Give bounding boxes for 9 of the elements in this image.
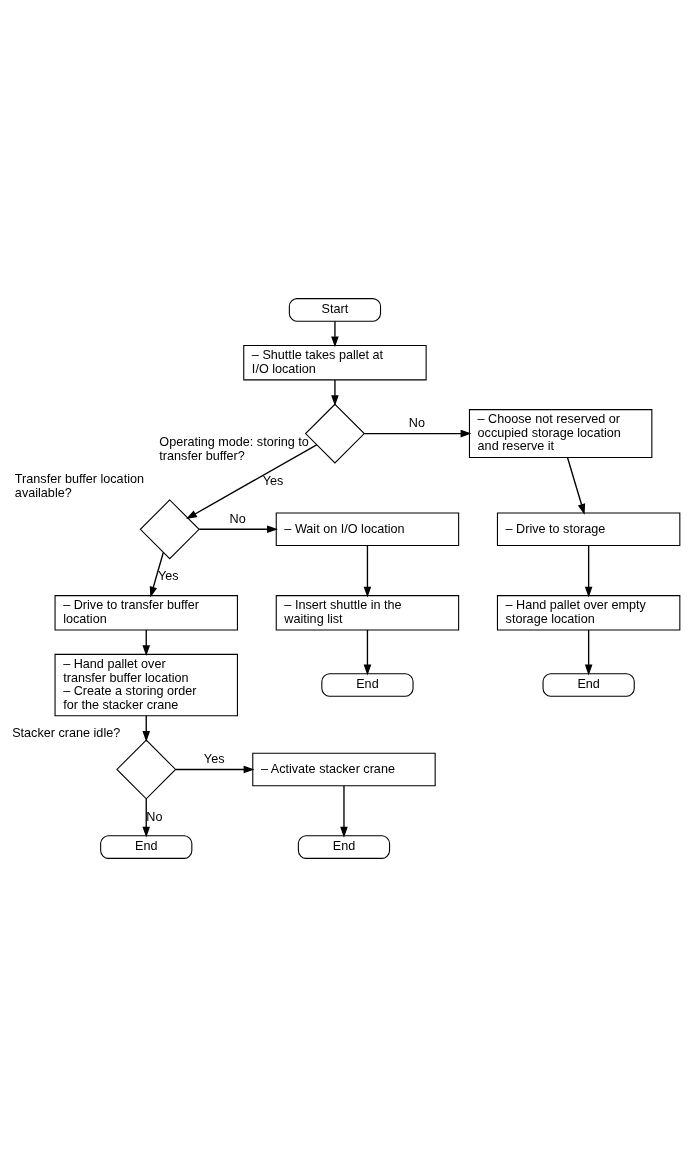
node-label: Stacker crane idle? xyxy=(12,725,121,740)
edge-label: Yes xyxy=(203,752,225,767)
node-label: Transfer buffer location available? xyxy=(14,471,144,500)
edge-label: No xyxy=(408,416,425,431)
edge-label: Yes xyxy=(262,473,284,488)
edge-label: Yes xyxy=(158,569,179,584)
node-label: Operating mode: storing to transfer buffer? xyxy=(159,434,309,463)
edge-label: No xyxy=(146,809,163,824)
edge-label: No xyxy=(229,512,246,527)
